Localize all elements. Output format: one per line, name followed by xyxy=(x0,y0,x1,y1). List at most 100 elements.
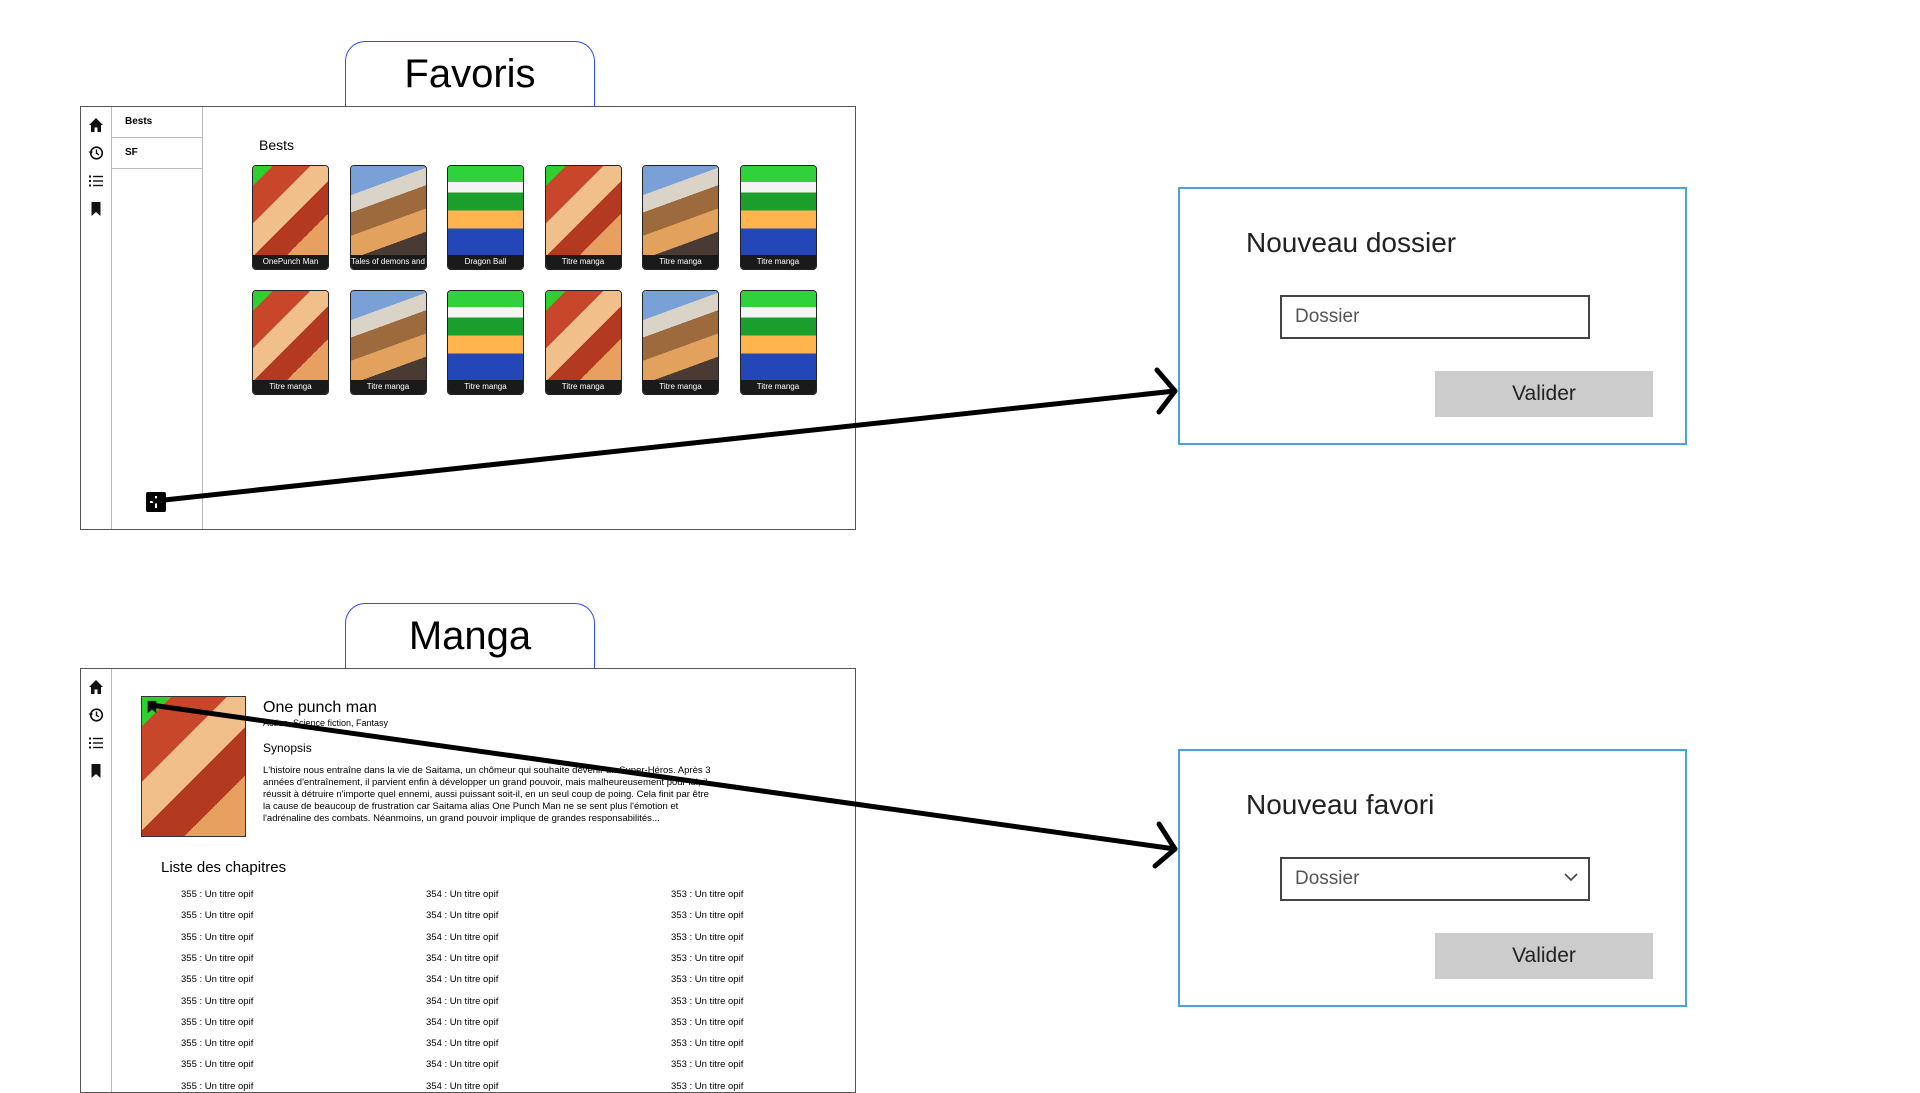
arrow-add-to-new-folder xyxy=(152,388,1178,504)
cover-art xyxy=(545,291,621,380)
favoris-screen: Bests SF Bests OnePunch Man Tales of demo… xyxy=(80,106,856,530)
chapter-item[interactable]: 355 : Un titre opif xyxy=(181,1016,254,1028)
manga-cover-card[interactable]: Titre manga xyxy=(739,165,817,270)
cover-caption: OnePunch Man xyxy=(253,255,328,269)
validate-folder-button[interactable]: Valider xyxy=(1435,371,1653,417)
chapter-item[interactable]: 355 : Un titre opif xyxy=(181,974,254,986)
chapter-item[interactable]: 355 : Un titre opif xyxy=(181,1059,254,1071)
list-icon[interactable] xyxy=(88,735,104,751)
section-title: Bests xyxy=(259,137,295,153)
chapter-item[interactable]: 354 : Un titre opif xyxy=(426,931,499,943)
arrowhead xyxy=(1154,367,1178,415)
history-icon[interactable] xyxy=(88,707,104,723)
manga-cover-card[interactable]: OnePunch Man xyxy=(252,165,329,270)
chapter-item[interactable]: 353 : Un titre opif xyxy=(671,952,744,964)
chapter-item[interactable]: 355 : Un titre opif xyxy=(181,889,254,900)
chapter-item[interactable]: 353 : Un titre opif xyxy=(671,931,744,943)
cover-art xyxy=(740,291,816,380)
chapter-item[interactable]: 354 : Un titre opif xyxy=(426,952,499,964)
tab-favoris[interactable]: Favoris xyxy=(345,41,595,107)
cover-art xyxy=(643,291,718,380)
cover-art xyxy=(448,166,523,255)
arrow-bookmark-to-new-favorite xyxy=(148,702,1178,852)
chapter-item[interactable]: 353 : Un titre opif xyxy=(671,1038,744,1050)
manga-title: One punch man xyxy=(263,699,377,716)
manga-cover-card[interactable]: Titre manga xyxy=(544,165,622,270)
chapter-item[interactable]: 355 : Un titre opif xyxy=(181,1080,254,1092)
new-favorite-dialog: Nouveau favori Dossier Valider xyxy=(1178,749,1687,1007)
manga-cover-card[interactable]: Titre manga xyxy=(544,290,622,395)
manga-cover-card[interactable]: Tales of demons and xyxy=(349,165,427,270)
manga-cover-card[interactable]: Titre manga xyxy=(252,290,329,395)
cover-caption: Titre manga xyxy=(448,380,523,394)
cover-art xyxy=(350,166,426,255)
manga-cover-image xyxy=(141,696,246,837)
cover-caption: Titre manga xyxy=(740,380,816,394)
manga-cover-card[interactable]: Titre manga xyxy=(447,290,524,395)
chapter-item[interactable]: 355 : Un titre opif xyxy=(181,931,254,943)
tab-manga[interactable]: Manga xyxy=(345,603,595,669)
chapter-item[interactable]: 354 : Un titre opif xyxy=(426,974,499,986)
home-icon[interactable] xyxy=(88,679,104,695)
folder-select[interactable]: Dossier xyxy=(1280,857,1590,901)
arrowhead xyxy=(1152,821,1178,869)
chapter-item[interactable]: 353 : Un titre opif xyxy=(671,889,744,900)
manga-screen: One punch man Action, Science fiction, F… xyxy=(80,668,856,1093)
folder-list: Bests SF xyxy=(111,107,203,529)
folder-item-sf[interactable]: SF xyxy=(111,138,202,169)
manga-cover-card[interactable]: Dragon Ball xyxy=(447,165,524,270)
folder-name-input[interactable]: Dossier xyxy=(1280,295,1590,339)
cover-art xyxy=(350,291,426,380)
cover-caption: Titre manga xyxy=(253,380,328,394)
dialog-title: Nouveau dossier xyxy=(1246,227,1457,258)
folder-select-value: Dossier xyxy=(1295,868,1360,889)
cover-caption: Titre manga xyxy=(545,255,621,269)
cover-caption: Tales of demons and xyxy=(350,255,426,269)
folder-item-bests[interactable]: Bests xyxy=(111,107,202,138)
chapter-item[interactable]: 353 : Un titre opif xyxy=(671,1059,744,1071)
bookmark-icon[interactable] xyxy=(88,763,104,779)
cover-art xyxy=(253,291,328,380)
cover-caption: Titre manga xyxy=(643,255,718,269)
cover-art xyxy=(545,166,621,255)
chapter-item[interactable]: 355 : Un titre opif xyxy=(181,910,254,922)
validate-favorite-button[interactable]: Valider xyxy=(1435,933,1653,979)
chapter-item[interactable]: 354 : Un titre opif xyxy=(426,910,499,922)
chapter-item[interactable]: 353 : Un titre opif xyxy=(671,910,744,922)
chapter-item[interactable]: 355 : Un titre opif xyxy=(181,952,254,964)
nav-icon-bar xyxy=(81,669,112,1092)
chapter-item[interactable]: 353 : Un titre opif xyxy=(671,1016,744,1028)
chapter-item[interactable]: 354 : Un titre opif xyxy=(426,1016,499,1028)
cover-art xyxy=(253,166,328,255)
home-icon[interactable] xyxy=(88,117,104,133)
cover-caption: Titre manga xyxy=(350,380,426,394)
new-folder-dialog: Nouveau dossier Dossier Valider xyxy=(1178,187,1687,445)
chapter-item[interactable]: 355 : Un titre opif xyxy=(181,995,254,1007)
chapter-item[interactable]: 354 : Un titre opif xyxy=(426,889,499,900)
manga-cover-card[interactable]: Titre manga xyxy=(349,290,427,395)
synopsis-text: L'histoire nous entraîne dans la vie de … xyxy=(263,765,711,824)
chapter-item[interactable]: 354 : Un titre opif xyxy=(426,1059,499,1071)
list-icon[interactable] xyxy=(88,173,104,189)
manga-genres: Action, Science fiction, Fantasy xyxy=(263,718,389,728)
cover-art xyxy=(643,166,718,255)
nav-icon-bar xyxy=(81,107,112,529)
chapter-item[interactable]: 354 : Un titre opif xyxy=(426,995,499,1007)
history-icon[interactable] xyxy=(88,145,104,161)
chapter-item[interactable]: 353 : Un titre opif xyxy=(671,1080,744,1092)
chapter-item[interactable]: 354 : Un titre opif xyxy=(426,1038,499,1050)
cover-art xyxy=(448,291,523,380)
synopsis-heading: Synopsis xyxy=(263,741,312,755)
chapter-item[interactable]: 354 : Un titre opif xyxy=(426,1080,499,1092)
dialog-title: Nouveau favori xyxy=(1246,789,1435,820)
chapter-item[interactable]: 355 : Un titre opif xyxy=(181,1038,254,1050)
manga-cover-card[interactable]: Titre manga xyxy=(642,290,719,395)
cover-caption: Titre manga xyxy=(740,255,816,269)
chapter-item[interactable]: 353 : Un titre opif xyxy=(671,995,744,1007)
bookmark-icon[interactable] xyxy=(88,201,104,217)
manga-cover-card[interactable]: Titre manga xyxy=(642,165,719,270)
cover-caption: Dragon Ball xyxy=(448,255,523,269)
chapter-item[interactable]: 353 : Un titre opif xyxy=(671,974,744,986)
manga-cover-card[interactable]: Titre manga xyxy=(739,290,817,395)
